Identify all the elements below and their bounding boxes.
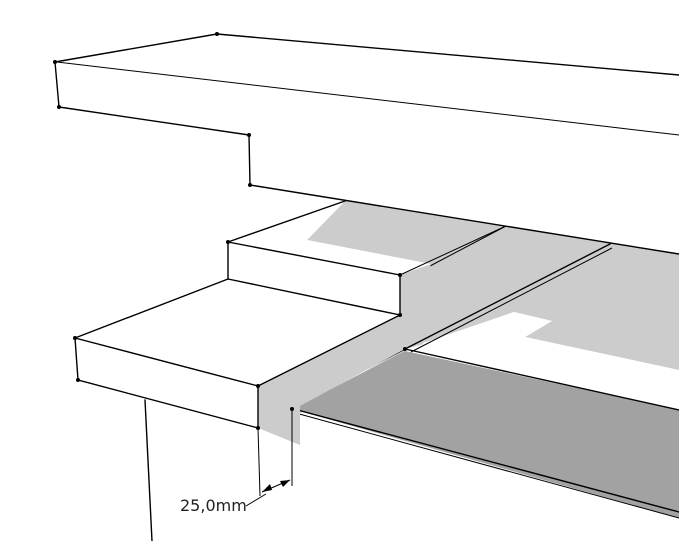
vertex-dot	[256, 384, 260, 388]
vertex-dot	[290, 407, 294, 411]
floor-slab-bottom-edge[interactable]	[291, 411, 679, 519]
upper-step-back-edge[interactable]	[399, 225, 507, 276]
dimension-arrow-right-icon	[280, 480, 290, 487]
upper-slab-top-face[interactable]	[55, 34, 679, 135]
lower-step-side-edge[interactable]	[257, 314, 401, 387]
support-post[interactable]	[144, 399, 153, 541]
vertex-dot	[398, 273, 402, 277]
upper-step-nosing[interactable]	[227, 241, 401, 276]
floor-slab-back-edge[interactable]	[404, 348, 679, 411]
vertex-dot	[248, 183, 252, 187]
upper-step-riser[interactable]	[228, 242, 400, 315]
vertex-dot	[398, 313, 402, 317]
steps-block[interactable]	[74, 200, 507, 445]
threshold-line-back[interactable]	[410, 247, 613, 353]
floor-slab-top-face	[292, 351, 679, 518]
sunlit-patch	[423, 312, 679, 372]
vertex-dot	[73, 336, 77, 340]
vertex-dot	[215, 32, 219, 36]
dimension-extension-line-left	[257, 427, 261, 497]
dimension-arrow-left-icon	[262, 484, 272, 492]
floor-slab-front-edge[interactable]	[289, 407, 679, 513]
post-edge[interactable]	[144, 399, 153, 541]
vertex-dot	[53, 60, 57, 64]
upper-slab-top-front-edge[interactable]	[56, 61, 679, 136]
vertex-dot	[226, 240, 230, 244]
dimension-label[interactable]: 25,0mm	[180, 496, 247, 515]
lower-step-front[interactable]	[75, 338, 258, 428]
steps-side-face	[258, 264, 431, 445]
dimension-annotation[interactable]: 25,0mm	[180, 410, 293, 515]
lower-step-back-edge[interactable]	[227, 278, 401, 316]
vertex-dot	[76, 378, 80, 382]
vertex-dot	[403, 347, 407, 351]
vertex-markers	[53, 32, 407, 430]
threshold-line-front[interactable]	[404, 243, 611, 350]
vertex-dot	[57, 105, 61, 109]
vertex-dot	[247, 133, 251, 137]
upper-step-top[interactable]	[228, 201, 431, 275]
shadow-boundary-edge[interactable]	[429, 225, 507, 267]
upper-slab-front-face[interactable]	[55, 62, 679, 254]
lower-step-outline[interactable]	[74, 278, 259, 429]
dimension-leader-line	[245, 493, 267, 507]
